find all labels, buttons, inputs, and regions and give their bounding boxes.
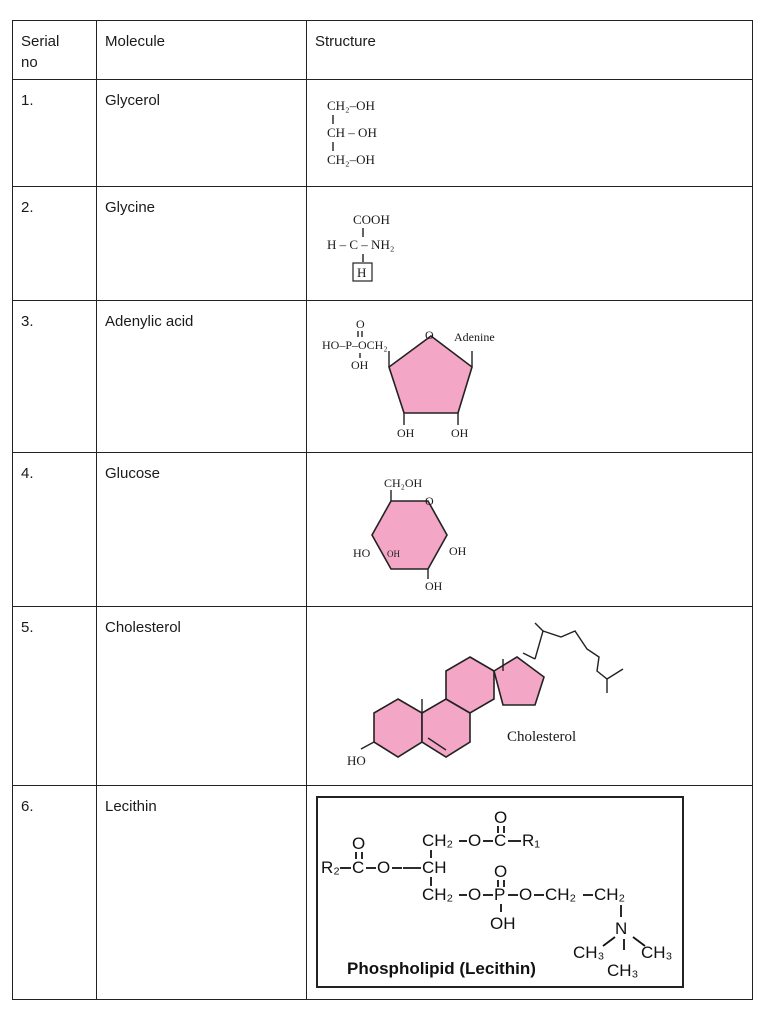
lecithin-structure: CH₂ O C O R₁ R₂ C O O CH xyxy=(316,796,684,988)
glycerol-line-2: CH – OH xyxy=(327,125,377,140)
ring-a xyxy=(373,698,423,758)
lecithin-ch2-3: CH₂ xyxy=(545,885,576,904)
header-molecule: Molecule xyxy=(96,20,307,80)
header-structure: Structure xyxy=(306,20,753,80)
table-row: 2. Glycine COOH H – C – NH₂ H xyxy=(12,186,753,301)
glycine-cooh: COOH xyxy=(353,212,390,227)
glucose-oh-inner: OH xyxy=(387,549,400,559)
table-row: 6. Lecithin CH₂ O C O R₁ R₂ C xyxy=(12,785,753,1000)
structure-cell-glycine: COOH H – C – NH₂ H xyxy=(306,186,753,301)
lecithin-n: N xyxy=(615,919,627,938)
lecithin-o-2: O xyxy=(494,808,507,827)
lecithin-ch3-right: CH₃ xyxy=(641,943,672,962)
glycerol-line-3: CH₂–OH xyxy=(327,152,375,167)
adenylic-oh-2: OH xyxy=(451,426,469,440)
lecithin-caption: Phospholipid (Lecithin) xyxy=(347,959,536,978)
ring-d xyxy=(493,656,545,706)
lecithin-c-mid: C xyxy=(352,858,364,877)
adenylic-ho-p: HO–P–OCH₂ xyxy=(322,338,388,352)
glucose-structure: CH₂OH O HO OH OH OH xyxy=(353,476,467,593)
molecule-cell: Glucose xyxy=(96,452,307,607)
glucose-oh-right: OH xyxy=(449,544,467,558)
ribose-ring xyxy=(388,335,473,414)
molecule-cell: Glycine xyxy=(96,186,307,301)
lecithin-p: P xyxy=(494,885,505,904)
lecithin-r2: R₂ xyxy=(321,858,340,877)
molecule-cell: Lecithin xyxy=(96,785,307,1000)
table-header-row: Serial no Molecule Structure xyxy=(12,20,753,80)
cholesterol-ho: HO xyxy=(347,753,366,768)
structure-cell-glucose: CH₂OH O HO OH OH OH xyxy=(306,452,753,607)
lecithin-oh: OH xyxy=(490,914,516,933)
serial-cell: 2. xyxy=(12,186,97,301)
lecithin-c-top: C xyxy=(494,831,506,850)
lecithin-o-3: O xyxy=(352,834,365,853)
lecithin-ch3-bottom: CH₃ xyxy=(607,961,638,980)
lecithin-ch2-top: CH₂ xyxy=(422,831,453,850)
adenylic-oh: OH xyxy=(351,358,369,372)
cholesterol-name: Cholesterol xyxy=(507,729,576,745)
molecule-cell: Cholesterol xyxy=(96,606,307,786)
cholesterol-structure: HO Cholesterol xyxy=(347,622,624,768)
glycine-mid: H – C – NH₂ xyxy=(327,237,394,252)
lecithin-o-4: O xyxy=(377,858,390,877)
glycerol-line-1: CH₂–OH xyxy=(327,98,375,113)
lecithin-r1: R₁ xyxy=(522,831,540,850)
glucose-ho: HO xyxy=(353,546,371,560)
header-serial: Serial no xyxy=(12,20,97,80)
glucose-ring-o: O xyxy=(425,494,434,508)
lecithin-frame xyxy=(316,796,684,988)
table-row: 5. Cholesterol HO xyxy=(12,606,753,786)
lecithin-o-6: O xyxy=(494,862,507,881)
table-row: 3. Adenylic acid O HO–P–OCH₂ OH O Adenin… xyxy=(12,300,753,453)
molecule-cell: Adenylic acid xyxy=(96,300,307,453)
molecule-cell: Glycerol xyxy=(96,79,307,187)
table-row: 4. Glucose CH₂OH O HO OH OH OH xyxy=(12,452,753,607)
lecithin-o-1: O xyxy=(468,831,481,850)
lecithin-o-7: O xyxy=(519,885,532,904)
lecithin-ch2-bottom: CH₂ xyxy=(422,885,453,904)
adenylic-oh-1: OH xyxy=(397,426,415,440)
structure-cell-lecithin: CH₂ O C O R₁ R₂ C O O CH xyxy=(306,785,753,1000)
lecithin-ch2-4: CH₂ xyxy=(594,885,625,904)
glucose-oh-bottom: OH xyxy=(425,579,443,593)
glucose-ch2oh: CH₂OH xyxy=(384,476,423,490)
glycine-structure: COOH H – C – NH₂ H xyxy=(327,212,394,282)
ribose-ring-o: O xyxy=(425,328,434,342)
lecithin-o-5: O xyxy=(468,885,481,904)
serial-cell: 1. xyxy=(12,79,97,187)
serial-cell: 6. xyxy=(12,785,97,1000)
serial-cell: 4. xyxy=(12,452,97,607)
pyranose-ring xyxy=(371,500,448,570)
structure-cell-cholesterol: HO Cholesterol xyxy=(306,606,753,786)
structure-cell-glycerol: CH₂–OH CH – OH CH₂–OH xyxy=(306,79,753,187)
lecithin-ch: CH xyxy=(422,858,447,877)
serial-cell: 3. xyxy=(12,300,97,453)
table-row: 1. Glycerol CH₂–OH CH – OH CH₂–OH xyxy=(12,79,753,187)
glycerol-structure: CH₂–OH CH – OH CH₂–OH xyxy=(327,98,377,167)
adenylic-o-top: O xyxy=(356,317,365,331)
serial-cell: 5. xyxy=(12,606,97,786)
glycine-boxed-h: H xyxy=(357,265,366,280)
structure-cell-adenylic-acid: O HO–P–OCH₂ OH O Adenine OH OH xyxy=(306,300,753,453)
molecule-table: Serial no Molecule Structure 1. Glycerol… xyxy=(12,20,753,1000)
adenylic-acid-structure: O HO–P–OCH₂ OH O Adenine OH OH xyxy=(322,317,495,440)
adenine-label: Adenine xyxy=(454,330,495,344)
lecithin-ch3-left: CH₃ xyxy=(573,943,604,962)
